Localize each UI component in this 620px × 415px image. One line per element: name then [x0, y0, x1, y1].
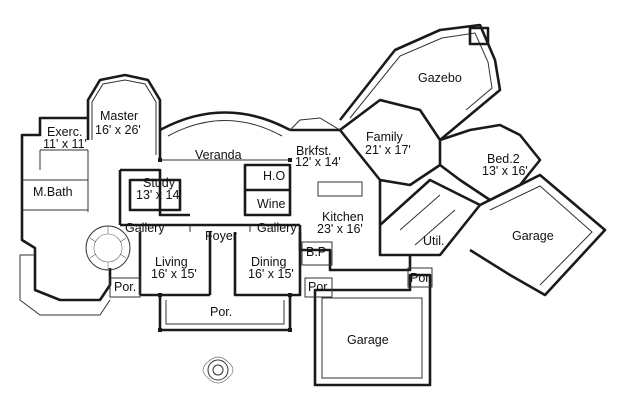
family-size: 21' x 17'	[365, 143, 411, 157]
porch-right-label: Por.	[308, 280, 330, 294]
kitchen-size: 23' x 16'	[317, 222, 363, 236]
master-bay-wall	[86, 73, 162, 160]
kitchen-block-wall	[290, 128, 412, 272]
family-label: Family	[366, 130, 404, 144]
ho-label: H.O	[263, 169, 286, 183]
front-porch	[158, 295, 292, 332]
kitchen-label: Kitchen	[322, 210, 364, 224]
bp-box	[301, 241, 333, 266]
gazebo-chimney	[468, 26, 490, 46]
exercise-label: Exerc.	[47, 125, 82, 139]
living-label: Living	[155, 255, 188, 269]
dining-label: Dining	[251, 255, 286, 269]
gallery-right-label: Gallery	[257, 221, 297, 235]
breakfast-bay	[289, 117, 341, 131]
garage-bottom-label: Garage	[347, 333, 389, 347]
master-size: 16' x 26'	[95, 123, 141, 137]
ho-wine-wall	[243, 163, 292, 217]
study-size: 13' x 14'	[136, 188, 182, 202]
gazebo-label: Gazebo	[418, 71, 462, 85]
utility-label: Util.	[423, 234, 445, 248]
porch-front-label: Por.	[210, 305, 232, 319]
master-label: Master	[100, 109, 138, 123]
bed2-wall	[439, 123, 542, 202]
living-size: 16' x 15'	[151, 267, 197, 281]
left-wing-wall	[20, 116, 112, 302]
porch-left-label: Por.	[114, 280, 136, 294]
left-porch-rail	[19, 254, 111, 316]
medallion-ornament	[202, 356, 234, 384]
veranda-arch	[159, 111, 291, 132]
room-labels: Gazebo Master 16' x 26' Exerc. 11' x 11'…	[33, 71, 554, 347]
foyer-label: Foyer	[205, 229, 237, 243]
veranda-label: Veranda	[195, 148, 242, 162]
bed2-size: 13' x 16'	[482, 164, 528, 178]
porch-right-box	[304, 277, 333, 298]
walls	[19, 23, 607, 387]
dining-size: 16' x 15'	[248, 267, 294, 281]
wine-label: Wine	[257, 197, 286, 211]
gallery-left-label: Gallery	[125, 221, 165, 235]
gallery-foyer-wall	[120, 223, 302, 297]
breakfast-size: 12' x 14'	[295, 155, 341, 169]
master-bath-label: M.Bath	[33, 185, 73, 199]
breakfast-label: Brkfst.	[296, 144, 331, 158]
porch-left-box	[109, 277, 141, 298]
study-label: Study	[143, 176, 176, 190]
central-block-wall	[118, 168, 190, 225]
garage-right-wall	[469, 173, 607, 297]
garage-right-label: Garage	[512, 229, 554, 243]
bed2-label: Bed.2	[487, 152, 520, 166]
exercise-size: 11' x 11'	[43, 137, 87, 151]
master-bay-inner	[91, 79, 157, 155]
left-wing-inner	[22, 149, 89, 212]
porch-far-right-box	[407, 267, 433, 288]
foyer-columns	[189, 225, 251, 232]
kitchen-island	[317, 181, 363, 197]
butler-pantry-label: B.P	[306, 245, 326, 259]
porch-far-right-label: Por.	[410, 271, 432, 285]
